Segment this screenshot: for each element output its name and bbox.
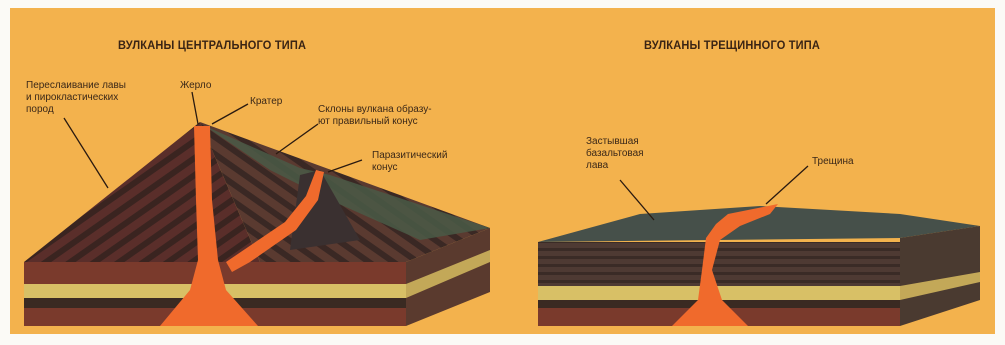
label-parasitic: Паразитический конус [372,150,447,174]
title-central: ВУЛКАНЫ ЦЕНТРАЛЬНОГО ТИПА [118,38,306,52]
label-basalt: Застывшая базальтовая лава [586,136,644,172]
label-slopes: Склоны вулкана образу- ют правильный кон… [318,104,432,128]
title-fissure: ВУЛКАНЫ ТРЕЩИННОГО ТИПА [644,38,820,52]
label-crater: Кратер [250,96,282,108]
label-alternation: Переслаивание лавы и пирокластических по… [26,80,126,116]
label-vent: Жерло [180,80,211,92]
label-fissure: Трещина [812,156,854,168]
layer-plateau-front [538,242,900,286]
fissure-volcano [538,166,980,326]
